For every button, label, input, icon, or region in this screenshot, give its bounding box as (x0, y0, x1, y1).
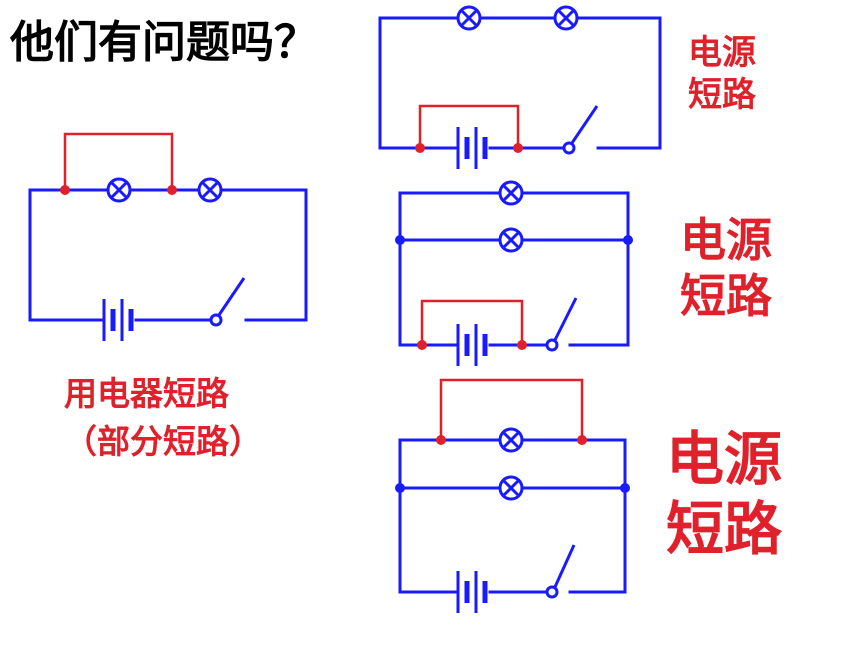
switch-icon (562, 105, 599, 155)
label-line: 电源 (680, 213, 772, 267)
junction-dot (436, 435, 446, 445)
lamp-icon (553, 5, 579, 31)
lamp-icon (498, 475, 524, 501)
label-line: 短路 (680, 269, 772, 323)
junction-dot (395, 235, 405, 245)
lamp-icon (498, 180, 524, 206)
switch-icon (209, 277, 246, 327)
short-wire (418, 104, 520, 148)
page-title: 他们有问题吗？ (10, 17, 318, 68)
junction-dot (415, 143, 425, 153)
label-line: （部分短路） (64, 422, 262, 461)
lamp-icon (197, 177, 223, 203)
junction-dot (513, 143, 523, 153)
switch-icon (545, 297, 578, 352)
label-line: 电源 (666, 425, 783, 493)
label-line: 短路 (666, 495, 783, 563)
battery-icon (458, 571, 485, 613)
label-power-short-mid: 电源 短路 (680, 212, 772, 324)
junction-dot (167, 185, 177, 195)
circuit-left (28, 132, 308, 341)
lamp-icon (106, 177, 132, 203)
junction-dot (620, 483, 630, 493)
lamp-icon (498, 227, 524, 253)
junction-dot (577, 435, 587, 445)
label-appliance-short: 用电器短路 （部分短路） (64, 370, 262, 466)
circuit-top-right (378, 5, 662, 169)
short-wire (439, 378, 584, 440)
junction-dot (623, 235, 633, 245)
junction-dot (395, 483, 405, 493)
battery-icon (458, 324, 485, 366)
label-power-short-top: 电源 短路 (688, 32, 756, 116)
circuit-bottom-right (395, 378, 630, 613)
switch-icon (545, 544, 576, 599)
lamp-icon (498, 427, 524, 453)
short-wire (420, 299, 524, 345)
label-line: 短路 (688, 75, 756, 115)
label-power-short-bottom: 电源 短路 (666, 424, 782, 564)
label-line: 用电器短路 (64, 374, 229, 413)
lamp-icon (456, 5, 482, 31)
junction-dot (417, 340, 427, 350)
short-wire (63, 132, 174, 190)
battery-icon (458, 127, 485, 169)
circuit-mid-right (395, 180, 633, 366)
battery-icon (104, 299, 131, 341)
junction-dot (517, 340, 527, 350)
junction-dot (60, 185, 70, 195)
label-line: 电源 (688, 33, 756, 73)
